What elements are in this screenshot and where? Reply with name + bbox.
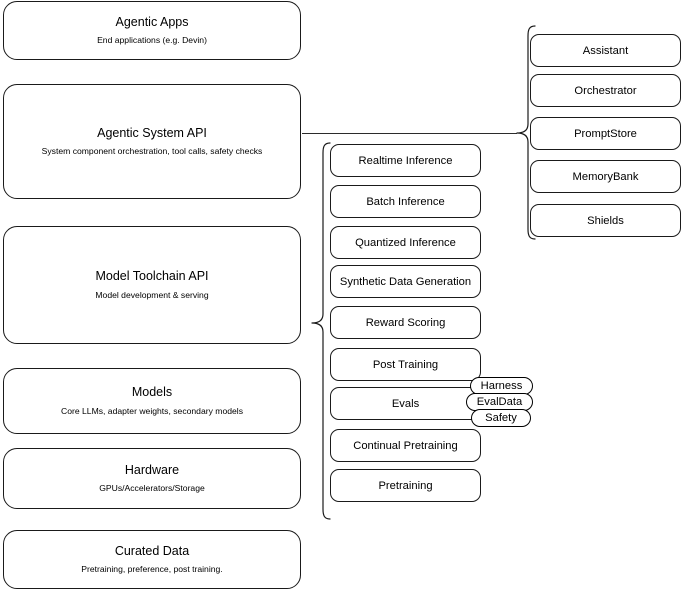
toolchain-brace (311, 142, 331, 520)
layer-title: Agentic System API (97, 125, 207, 140)
capability-label: Realtime Inference (358, 154, 453, 167)
stack-layer-agentic-apps[interactable]: Agentic Apps End applications (e.g. Devi… (3, 1, 301, 60)
layer-title: Models (131, 385, 173, 400)
system-component-memorybank[interactable]: MemoryBank (530, 160, 681, 193)
capability-continual-pretraining[interactable]: Continual Pretraining (330, 429, 481, 462)
system-component-label: Orchestrator (574, 84, 637, 97)
system-component-label: MemoryBank (572, 170, 639, 183)
layer-subtitle: System component orchestration, tool cal… (41, 146, 263, 157)
capability-reward-scoring[interactable]: Reward Scoring (330, 306, 481, 339)
capability-label: Post Training (372, 358, 439, 371)
system-component-label: PromptStore (574, 127, 637, 140)
capability-label: Evals (391, 397, 420, 410)
eval-pill-label: EvalData (476, 396, 523, 408)
capability-post-training[interactable]: Post Training (330, 348, 481, 381)
stack-layer-model-toolchain-api[interactable]: Model Toolchain API Model development & … (3, 226, 301, 344)
layer-subtitle: GPUs/Accelerators/Storage (99, 483, 205, 494)
capability-label: Reward Scoring (365, 316, 446, 329)
capability-evals[interactable]: Evals (330, 387, 481, 420)
eval-pill-evaldata[interactable]: EvalData (466, 393, 533, 411)
system-component-shields[interactable]: Shields (530, 204, 681, 237)
eval-pill-label: Harness (480, 380, 523, 392)
layer-title: Hardware (124, 462, 180, 477)
capability-label: Synthetic Data Generation (339, 275, 472, 288)
capability-quantized-inference[interactable]: Quantized Inference (330, 226, 481, 259)
stack-layer-curated-data[interactable]: Curated Data Pretraining, preference, po… (3, 530, 301, 589)
stack-layer-models[interactable]: Models Core LLMs, adapter weights, secon… (3, 368, 301, 434)
layer-subtitle: Pretraining, preference, post training. (81, 564, 223, 575)
system-component-label: Shields (587, 214, 624, 227)
capability-synthetic-data-generation[interactable]: Synthetic Data Generation (330, 265, 481, 298)
capability-batch-inference[interactable]: Batch Inference (330, 185, 481, 218)
capability-label: Quantized Inference (355, 236, 456, 249)
system-component-orchestrator[interactable]: Orchestrator (530, 74, 681, 107)
stack-layer-hardware[interactable]: Hardware GPUs/Accelerators/Storage (3, 448, 301, 509)
system-component-promptstore[interactable]: PromptStore (530, 117, 681, 150)
connector-line-system-api (302, 133, 517, 134)
system-component-label: Assistant (582, 44, 629, 57)
layer-subtitle: Model development & serving (95, 289, 209, 300)
eval-pill-label: Safety (485, 412, 517, 424)
capability-pretraining[interactable]: Pretraining (330, 469, 481, 502)
layer-title: Model Toolchain API (95, 269, 209, 284)
stack-layer-agentic-system-api[interactable]: Agentic System API System component orch… (3, 84, 301, 199)
capability-realtime-inference[interactable]: Realtime Inference (330, 144, 481, 177)
capability-label: Continual Pretraining (353, 439, 458, 452)
capability-label: Batch Inference (366, 195, 445, 208)
system-component-assistant[interactable]: Assistant (530, 34, 681, 67)
capability-label: Pretraining (378, 479, 433, 492)
layer-subtitle: Core LLMs, adapter weights, secondary mo… (61, 405, 243, 416)
layer-title: Agentic Apps (115, 14, 189, 29)
layer-title: Curated Data (114, 543, 190, 558)
eval-pill-safety[interactable]: Safety (471, 409, 531, 427)
layer-subtitle: End applications (e.g. Devin) (97, 35, 207, 46)
